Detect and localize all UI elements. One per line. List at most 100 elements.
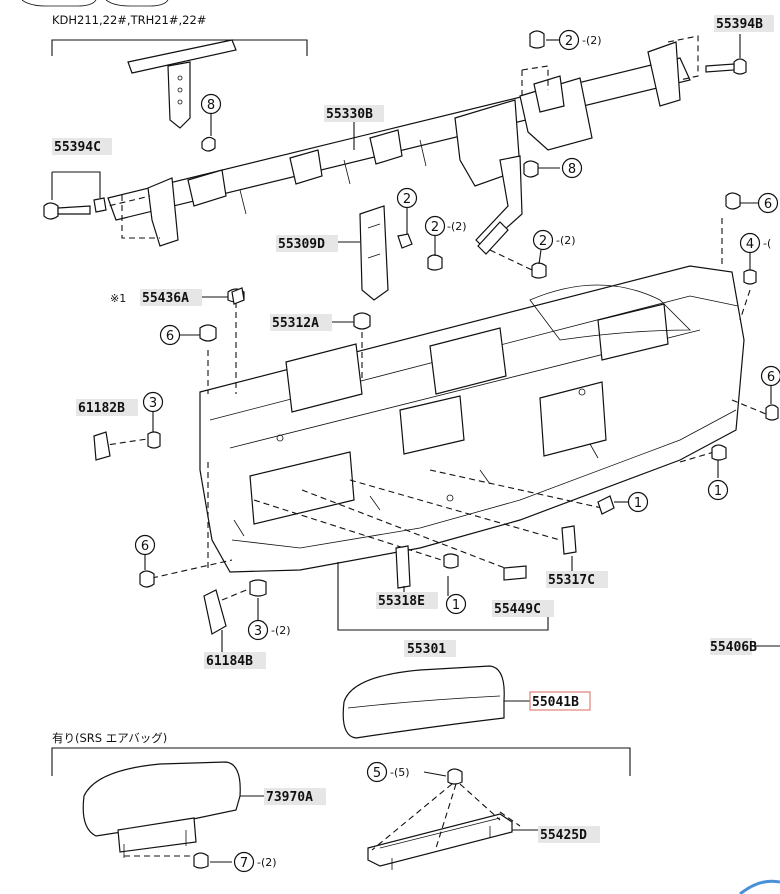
srs-bracket	[51, 747, 631, 776]
corner-badge-icon	[739, 879, 780, 894]
callout-2[interactable]: 2	[532, 229, 554, 251]
svg-text:55041B: 55041B	[532, 695, 579, 710]
svg-text:3: 3	[149, 396, 157, 411]
svg-text:1: 1	[634, 496, 642, 511]
part-label-55318E[interactable]: 55318E	[376, 592, 438, 609]
svg-text:61182B: 61182B	[78, 401, 125, 416]
svg-text:55318E: 55318E	[378, 594, 425, 609]
qty-label: -(	[763, 237, 771, 250]
svg-text:55317C: 55317C	[548, 573, 595, 588]
callout-2[interactable]: 2	[558, 29, 580, 51]
part-label-55449C[interactable]: 55449C	[492, 600, 554, 617]
svg-text:6: 6	[764, 197, 772, 212]
callout-8[interactable]: 8	[561, 157, 583, 179]
bolt-icon	[447, 768, 463, 785]
callout-5[interactable]: 5	[366, 761, 388, 783]
callout-6[interactable]: 6	[134, 534, 156, 556]
svg-text:55436A: 55436A	[142, 291, 189, 306]
svg-text:55312A: 55312A	[272, 316, 319, 331]
part-label-73970A[interactable]: 73970A	[264, 788, 326, 805]
bolt-icon	[201, 136, 216, 152]
callout-8[interactable]: 8	[200, 93, 222, 115]
bracket-dashed-end	[499, 811, 521, 827]
airbag-module	[82, 761, 241, 858]
svg-text:55406B: 55406B	[710, 640, 757, 655]
qty-label: -(2)	[447, 220, 467, 233]
svg-text:3: 3	[254, 624, 262, 639]
svg-text:2: 2	[565, 34, 573, 49]
bracket-dashed-leaders	[371, 783, 501, 851]
panel-dashed-leaders	[253, 469, 603, 571]
callout-2[interactable]: 2	[424, 215, 446, 237]
svg-text:8: 8	[207, 98, 215, 113]
part-label-55317C[interactable]: 55317C	[546, 571, 608, 588]
leader-5	[423, 771, 447, 777]
bar-dashed-frame-2	[521, 65, 549, 95]
part-label-61182B[interactable]: 61182B	[76, 399, 138, 416]
part-label-55436A[interactable]: 55436A	[140, 289, 202, 306]
svg-text:73970A: 73970A	[266, 790, 313, 805]
svg-text:61184B: 61184B	[206, 654, 253, 669]
part-label-61184B[interactable]: 61184B	[204, 652, 266, 669]
callout-1[interactable]: 1	[445, 593, 467, 615]
leader-4	[739, 289, 751, 321]
callout-6[interactable]: 6	[757, 192, 779, 214]
upper-pad	[342, 665, 505, 739]
srs-note: 有り(SRS エアバッグ)	[52, 731, 167, 745]
part-label-55309D[interactable]: 55309D	[276, 235, 338, 252]
svg-text:2: 2	[431, 220, 439, 235]
model-bracket	[51, 39, 308, 56]
part-label-55330B[interactable]: 55330B	[324, 105, 384, 122]
bar-dashed-frame-3	[667, 35, 699, 81]
bracket-55394C	[51, 171, 101, 200]
ref-mark: ※1	[110, 292, 126, 305]
part-label-55394C[interactable]: 55394C	[52, 138, 112, 155]
reinforcement-bar	[107, 41, 691, 249]
svg-text:2: 2	[539, 234, 547, 249]
qty-label: -(2)	[556, 234, 576, 247]
callout-1[interactable]: 1	[627, 491, 649, 513]
part-label-55394B[interactable]: 55394B	[714, 15, 774, 32]
callout-4[interactable]: 4	[739, 232, 761, 254]
reinforcement-stay	[127, 39, 237, 129]
bolt-leader-2c	[489, 249, 533, 271]
callout-7[interactable]: 7	[233, 851, 255, 873]
callout-3[interactable]: 3	[247, 619, 269, 641]
part-label-55301[interactable]: 55301	[404, 640, 456, 657]
svg-text:6: 6	[767, 370, 775, 385]
part-label-55406B[interactable]: 55406B	[710, 638, 757, 655]
svg-text:55330B: 55330B	[326, 107, 373, 122]
svg-text:5: 5	[373, 766, 381, 781]
callout-2[interactable]: 2	[396, 187, 418, 209]
callout-6[interactable]: 6	[159, 324, 181, 346]
leader-1a	[679, 451, 715, 463]
bolt-leader-c	[99, 195, 151, 209]
leader-2-c	[538, 249, 542, 265]
svg-text:55394C: 55394C	[54, 140, 101, 155]
part-label-55312A[interactable]: 55312A	[270, 314, 332, 331]
leader-6-far	[731, 399, 767, 415]
svg-text:8: 8	[568, 162, 576, 177]
svg-text:55425D: 55425D	[540, 828, 587, 843]
instrument-panel	[199, 265, 745, 573]
bolt-icon	[397, 233, 547, 279]
bolt-icon	[523, 160, 539, 178]
svg-text:2: 2	[403, 192, 411, 207]
callout-1[interactable]: 1	[707, 479, 729, 501]
svg-text:55449C: 55449C	[494, 602, 541, 617]
svg-text:55309D: 55309D	[278, 237, 325, 252]
svg-text:55394B: 55394B	[716, 17, 763, 32]
callout-6[interactable]: 6	[760, 365, 780, 387]
part-label-55425D[interactable]: 55425D	[538, 826, 600, 843]
bar-dashed-frame	[121, 195, 160, 239]
callout-3[interactable]: 3	[142, 391, 164, 413]
part-label-55041B[interactable]: 55041B	[529, 691, 591, 711]
leader-6-low	[151, 559, 233, 579]
leader-61182B	[99, 437, 155, 447]
bolt-icon	[43, 197, 107, 220]
brace-bracket	[359, 205, 389, 301]
svg-text:6: 6	[166, 329, 174, 344]
top-edge-marks	[21, 0, 169, 7]
